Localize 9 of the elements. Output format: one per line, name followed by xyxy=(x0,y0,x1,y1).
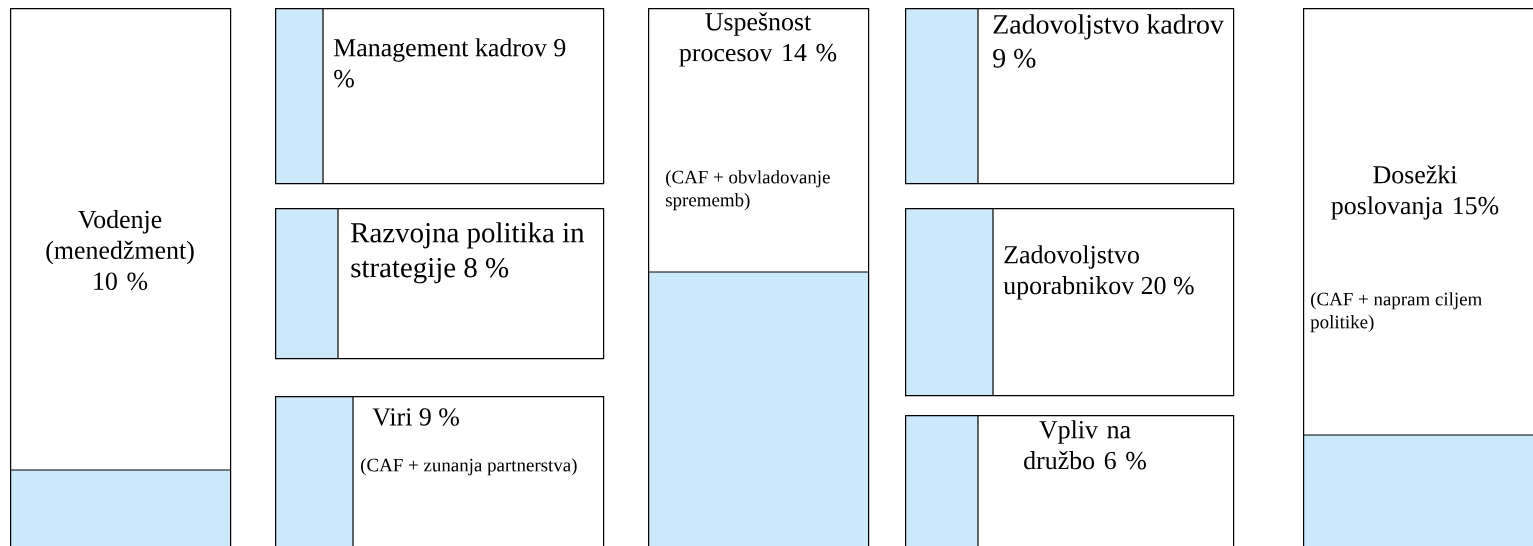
text-box: Management kadrov 9 % xyxy=(275,7,605,185)
text-box: Razvojna politika in strategije 8 % xyxy=(275,207,605,360)
text-box: Viri 9 % (CAF + zunanja partnerstva) xyxy=(275,395,605,546)
text-box: Zadovoljstvo uporabnikov 20 % xyxy=(905,207,1235,397)
text-box: Vpliv na družbo 6 % xyxy=(905,414,1235,546)
text-box: Zadovoljstvo kadrov 9 % xyxy=(905,7,1235,185)
text-box: Dosežki poslovanja 15% (CAF + napram ciljem politike) xyxy=(1302,8,1533,546)
text-box: Uspešnost procesov 14 % (CAF + obvladovanje sprememb) xyxy=(647,8,870,546)
text-box: Vodenje (menedžment) 10 % xyxy=(9,8,232,546)
